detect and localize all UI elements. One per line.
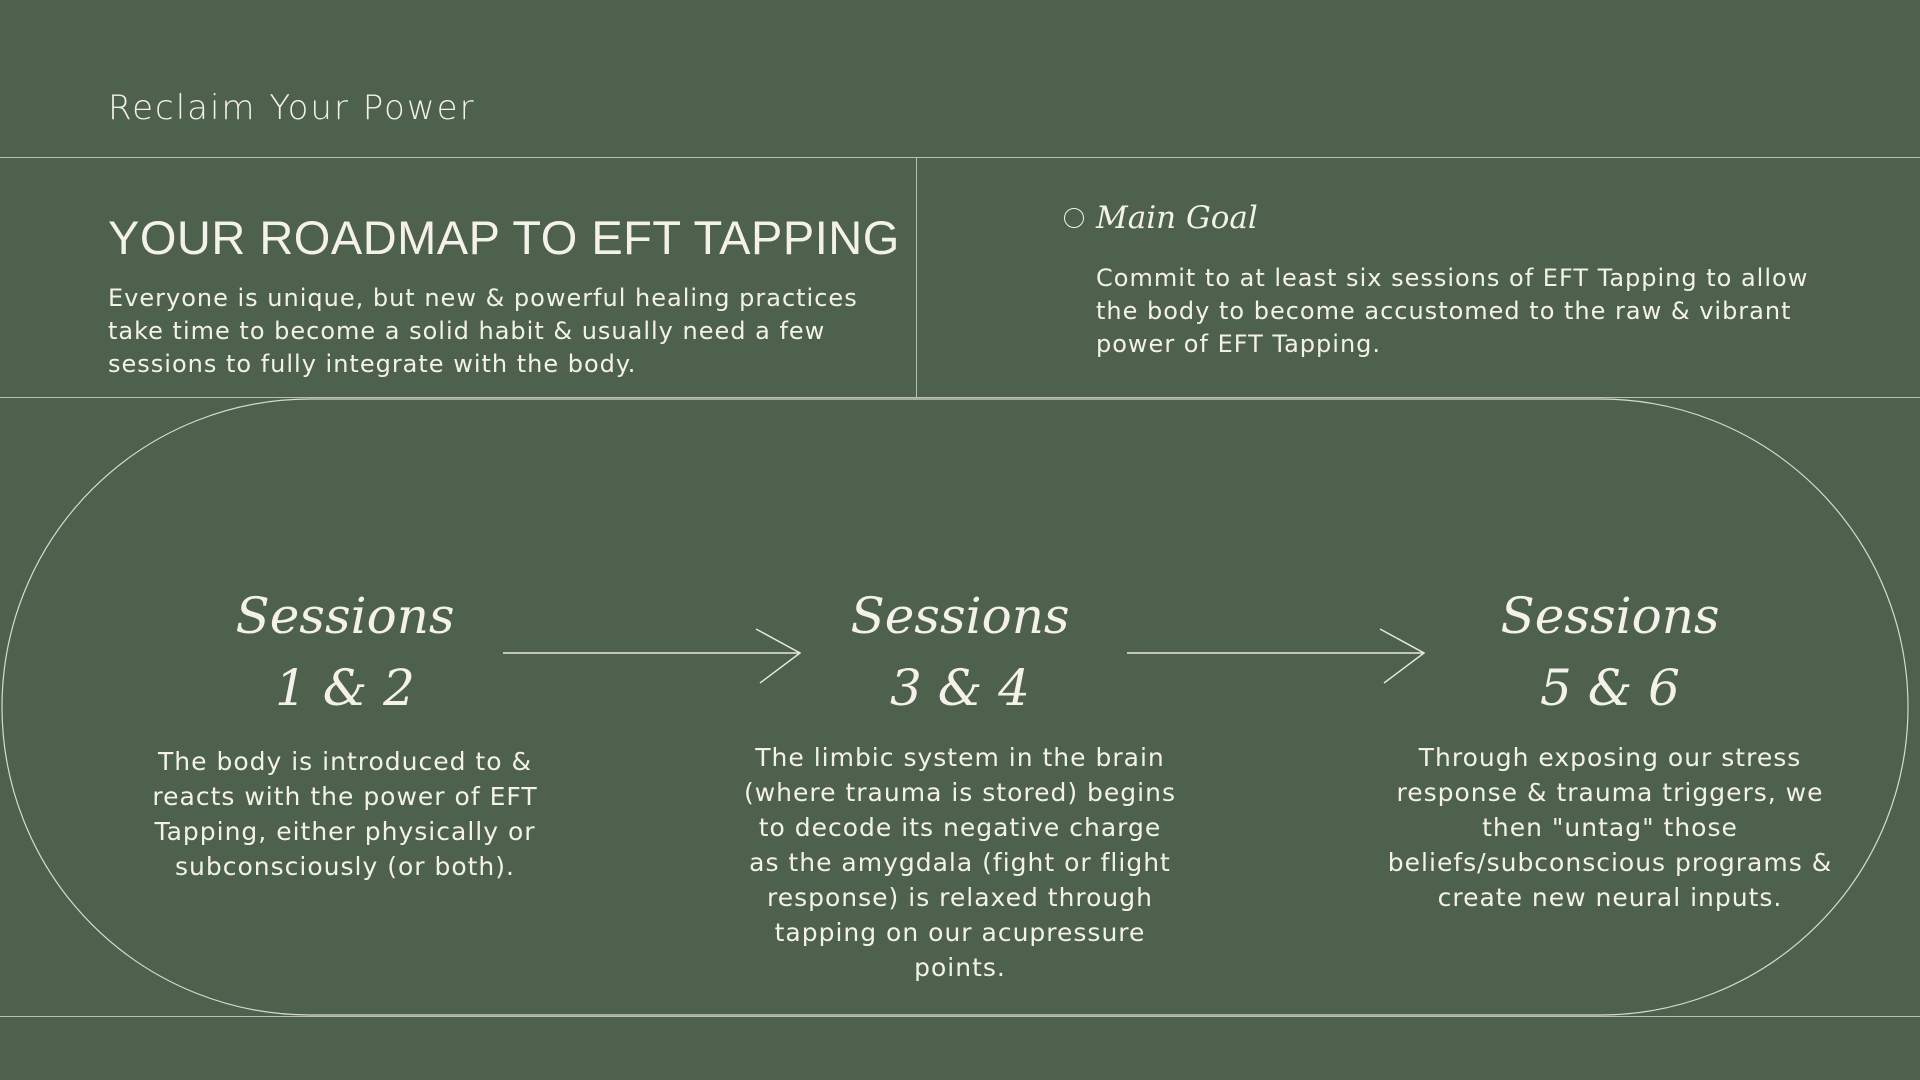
stage-subtitle: 5 & 6 bbox=[1540, 659, 1680, 717]
stage-title: Sessions bbox=[235, 587, 455, 645]
main-goal-label: Main Goal bbox=[1096, 200, 1258, 236]
intro-text: Everyone is unique, but new & powerful h… bbox=[108, 284, 858, 378]
stage-title: Sessions bbox=[1500, 587, 1720, 645]
arrow-right-icon bbox=[1127, 628, 1426, 684]
stage-sessions-5-6: Sessions 5 & 6 Through exposing our stre… bbox=[1380, 580, 1840, 915]
middle-divider bbox=[0, 397, 1920, 398]
stage-description: Through exposing our stress response & t… bbox=[1387, 743, 1833, 912]
page-title: YOUR ROADMAP TO EFT TAPPING bbox=[108, 211, 900, 264]
stage-sessions-1-2: Sessions 1 & 2 The body is introduced to… bbox=[125, 580, 565, 884]
stage-title: Sessions bbox=[850, 587, 1070, 645]
stage-sessions-3-4: Sessions 3 & 4 The limbic system in the … bbox=[740, 580, 1180, 985]
top-divider bbox=[0, 157, 1920, 158]
circle-icon bbox=[1064, 208, 1084, 228]
bottom-divider bbox=[0, 1016, 1920, 1017]
stage-subtitle: 3 & 4 bbox=[890, 659, 1030, 717]
main-goal-heading: Main Goal bbox=[1064, 200, 1258, 236]
brand-title: Reclaim Your Power bbox=[108, 88, 476, 128]
stage-description: The limbic system in the brain (where tr… bbox=[743, 743, 1176, 982]
main-goal-text: Commit to at least six sessions of EFT T… bbox=[1096, 264, 1809, 358]
arrow-right-icon bbox=[503, 628, 802, 684]
stadium-outline bbox=[1, 398, 1909, 1016]
stage-description: The body is introduced to & reacts with … bbox=[152, 747, 538, 881]
vertical-divider bbox=[916, 157, 917, 398]
stage-subtitle: 1 & 2 bbox=[275, 659, 415, 717]
